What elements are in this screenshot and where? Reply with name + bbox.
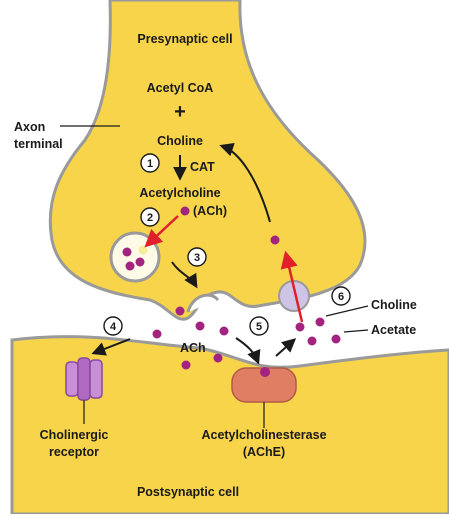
svg-text:4: 4 xyxy=(110,321,117,333)
choline-label: Choline xyxy=(157,134,203,148)
postsynaptic-cell-label: Postsynaptic cell xyxy=(137,485,239,499)
step-2-marker: 2 xyxy=(140,207,160,227)
arrow-hydrolysis-products xyxy=(275,338,297,357)
cleft-ach-molecules xyxy=(152,206,341,370)
receptor-label-line2: receptor xyxy=(49,445,99,459)
arrow-to-ache xyxy=(235,337,261,365)
acetate-label: Acetate xyxy=(371,323,416,337)
choline-product-label: Choline xyxy=(371,298,417,312)
presynaptic-cell-label: Presynaptic cell xyxy=(137,32,232,46)
acetyl-coa-label: Acetyl CoA xyxy=(147,81,214,95)
ache-label-line2: (AChE) xyxy=(243,445,285,459)
vesicle-ach-2 xyxy=(135,257,145,267)
terminal-label: terminal xyxy=(14,137,63,151)
receptor-label-line1: Cholinergic xyxy=(40,428,109,442)
vesicle-ach-1 xyxy=(122,247,132,257)
vesicle-ach-3 xyxy=(125,261,135,271)
choline-leader xyxy=(325,305,369,317)
arrow-to-receptor xyxy=(91,338,131,356)
svg-text:3: 3 xyxy=(194,252,200,264)
ache-bound-ach xyxy=(260,367,270,377)
step-6-marker: 6 xyxy=(331,286,351,306)
step-1-marker: 1 xyxy=(140,153,160,173)
choline-transporter xyxy=(278,280,310,312)
cholinergic-receptor xyxy=(65,357,103,401)
svg-text:6: 6 xyxy=(338,291,344,303)
cleft-ach-label: ACh xyxy=(180,341,206,355)
step-5-marker: 5 xyxy=(249,316,269,336)
svg-text:1: 1 xyxy=(147,158,153,170)
ache-label-line1: Acetylcholinesterase xyxy=(201,428,326,442)
arrow-choline-recycle xyxy=(219,142,271,223)
arrow-ach-into-vesicle xyxy=(144,215,179,248)
step-3-marker: 3 xyxy=(187,247,207,267)
svg-text:5: 5 xyxy=(256,321,262,333)
vesicle-ach-4 xyxy=(138,245,148,255)
cat-label: CAT xyxy=(190,160,215,174)
fusion-pore xyxy=(186,293,220,313)
step-4-marker: 4 xyxy=(103,316,123,336)
acetylcholine-label: Acetylcholine xyxy=(139,186,220,200)
axon-label: Axon xyxy=(14,120,45,134)
arrow-exocytosis xyxy=(171,261,198,289)
plus-sign: + xyxy=(174,101,186,123)
acetate-leader xyxy=(343,329,369,333)
svg-text:2: 2 xyxy=(147,212,153,224)
arrow-choline-reuptake xyxy=(280,250,304,323)
ach-paren-label: (ACh) xyxy=(193,204,227,218)
